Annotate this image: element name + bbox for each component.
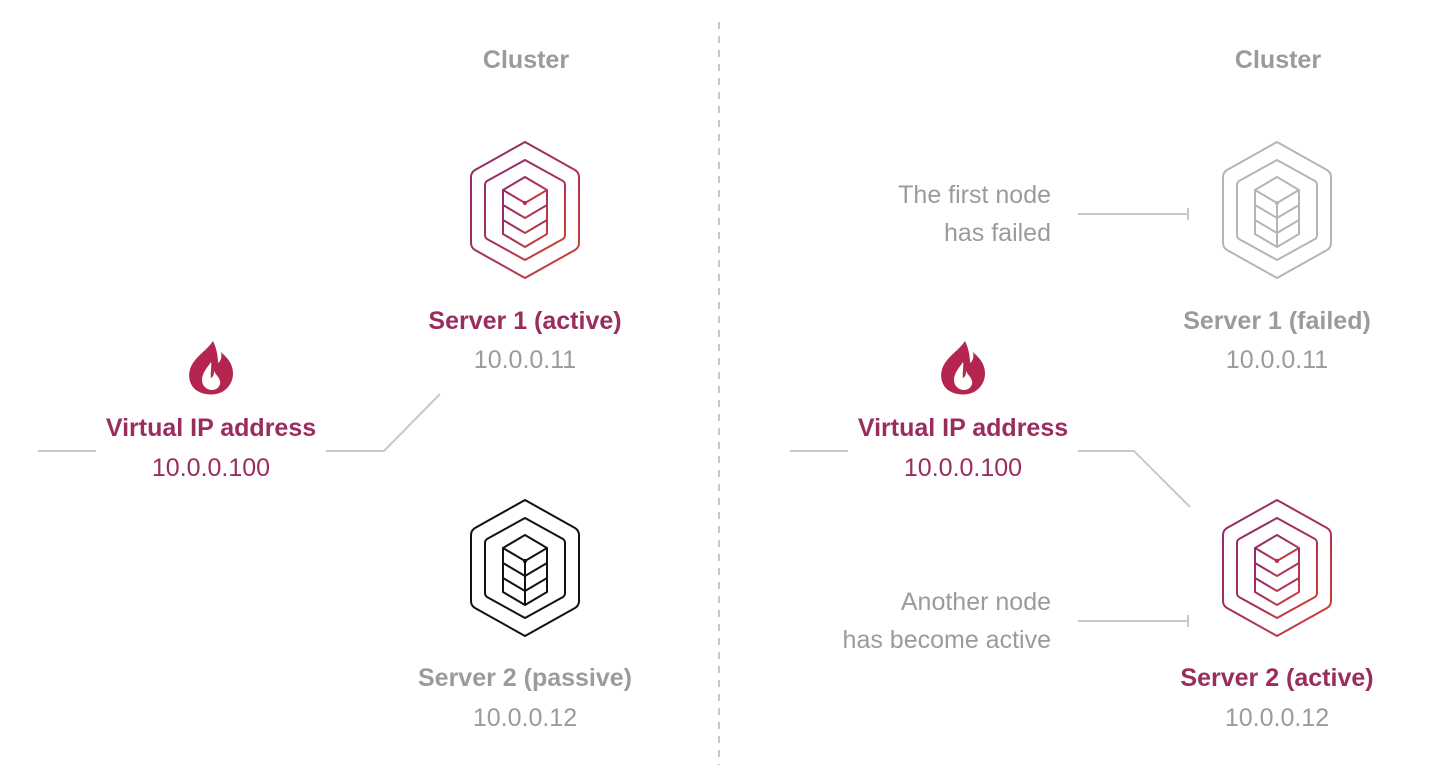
vip-to-server2-connector [1078,450,1191,508]
server1-failed-icon [1221,139,1333,281]
note-failed: The first node has failed [711,176,1051,252]
right-server1-name: Server 1 (failed) [1183,307,1371,335]
vip-to-server1-connector [326,393,441,452]
server-stack-icon [1221,139,1333,281]
left-vip-ip: 10.0.0.100 [151,454,271,482]
right-cluster-title: Cluster [1234,46,1322,74]
server-stack-icon [1221,497,1333,639]
right-server2-name: Server 2 (active) [1180,664,1374,692]
note-failed-line1: The first node [898,181,1051,209]
note-active-line1: Another node [900,588,1051,616]
server2-active-icon [1221,497,1333,639]
flame-icon [186,340,236,396]
server-stack-icon [469,497,581,639]
flame-icon [938,340,988,396]
left-cluster-title: Cluster [482,46,570,74]
server1-active-icon [469,139,581,281]
note-active-line2: has become active [842,626,1051,654]
left-server2-name: Server 2 (passive) [417,664,633,692]
left-vip-flame [186,340,236,396]
right-server2-ip: 10.0.0.12 [1224,704,1330,732]
server-stack-icon [469,139,581,281]
right-vip-name: Virtual IP address [857,414,1069,442]
note-failed-line2: has failed [943,219,1051,247]
right-server1-ip: 10.0.0.11 [1225,346,1329,374]
right-vip-ip: 10.0.0.100 [903,454,1023,482]
left-server1-name: Server 1 (active) [428,307,622,335]
server2-passive-icon [469,497,581,639]
right-vip-flame [938,340,988,396]
left-server2-ip: 10.0.0.12 [472,704,578,732]
note-active: Another node has become active [711,583,1051,659]
left-vip-name: Virtual IP address [105,414,317,442]
left-server1-ip: 10.0.0.11 [473,346,577,374]
